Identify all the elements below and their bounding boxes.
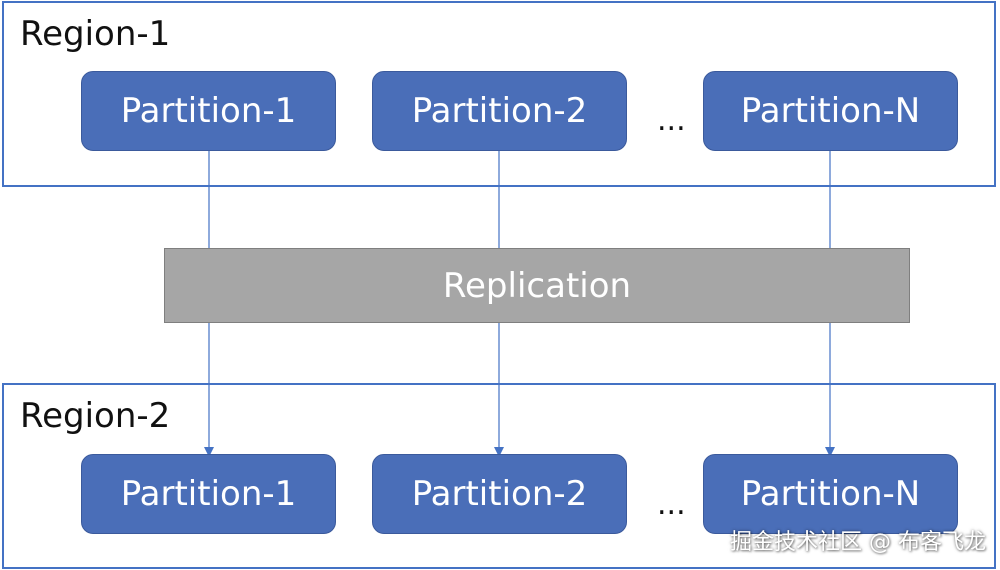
region-2-ellipsis: ... xyxy=(657,487,686,522)
region-2-partition-1: Partition-1 xyxy=(81,454,336,534)
region-1-label: Region-1 xyxy=(20,14,171,54)
replication-bar: Replication xyxy=(164,248,910,323)
region-1-partition-n: Partition-N xyxy=(703,71,958,151)
region-1-partition-2: Partition-2 xyxy=(372,71,627,151)
region-1-ellipsis: ... xyxy=(657,103,686,138)
watermark-text: 掘金技术社区 @ 布客飞龙 xyxy=(730,530,986,555)
region-2-label: Region-2 xyxy=(20,396,171,436)
region-2-partition-n: Partition-N xyxy=(703,454,958,534)
region-2-partition-2: Partition-2 xyxy=(372,454,627,534)
region-1-partition-1: Partition-1 xyxy=(81,71,336,151)
